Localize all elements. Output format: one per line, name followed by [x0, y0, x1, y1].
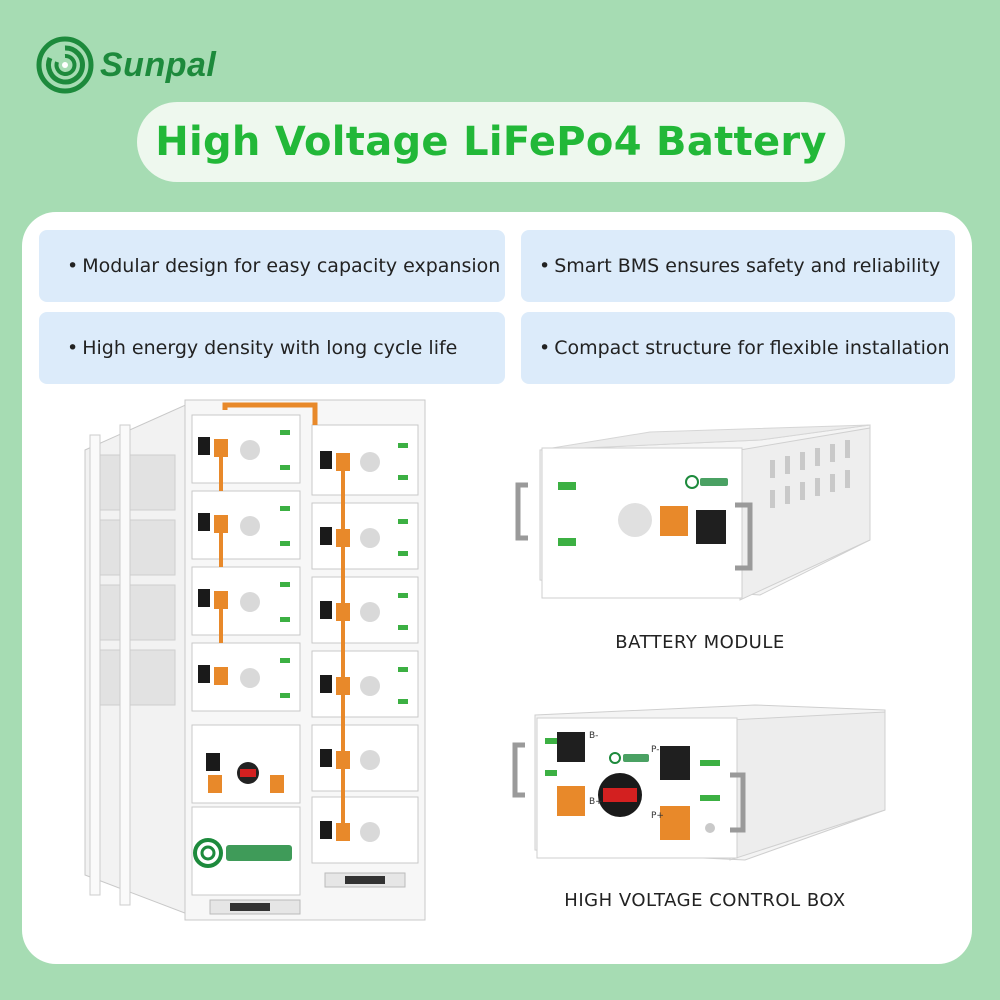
battery-rack-image	[84, 399, 426, 921]
sunpal-swirl-icon	[36, 36, 94, 94]
page-title: High Voltage LiFePo4 Battery	[155, 119, 827, 165]
feature-bms: •Smart BMS ensures safety and reliabilit…	[521, 230, 955, 302]
brand-logo: Sunpal	[36, 36, 216, 94]
rack-right-column	[311, 424, 419, 864]
feature-density: •High energy density with long cycle lif…	[39, 312, 505, 384]
bullet: •	[539, 337, 551, 359]
caption-battery-module: BATTERY MODULE	[615, 632, 785, 653]
feature-text: Compact structure for flexible installat…	[554, 337, 950, 359]
label-b-plus: B+	[589, 797, 603, 807]
label-p-plus: P+	[651, 811, 664, 821]
feature-text: Smart BMS ensures safety and reliability	[554, 255, 941, 277]
feature-text: High energy density with long cycle life	[82, 337, 458, 359]
bullet: •	[67, 255, 79, 277]
feature-modular: •Modular design for easy capacity expans…	[39, 230, 505, 302]
battery-module-image	[515, 424, 871, 601]
label-b-minus: B-	[589, 731, 598, 741]
bullet: •	[67, 337, 79, 359]
feature-compact: •Compact structure for flexible installa…	[521, 312, 955, 384]
rack-left-column	[191, 414, 301, 896]
caption-control-box: HIGH VOLTAGE CONTROL BOX	[564, 890, 846, 911]
feature-text: Modular design for easy capacity expansi…	[82, 255, 501, 277]
brand-name: Sunpal	[100, 45, 217, 84]
control-box-image: B- P- B+ P+	[512, 704, 886, 861]
bullet: •	[539, 255, 551, 277]
title-pill: High Voltage LiFePo4 Battery	[137, 102, 845, 182]
label-p-minus: P-	[651, 745, 659, 755]
